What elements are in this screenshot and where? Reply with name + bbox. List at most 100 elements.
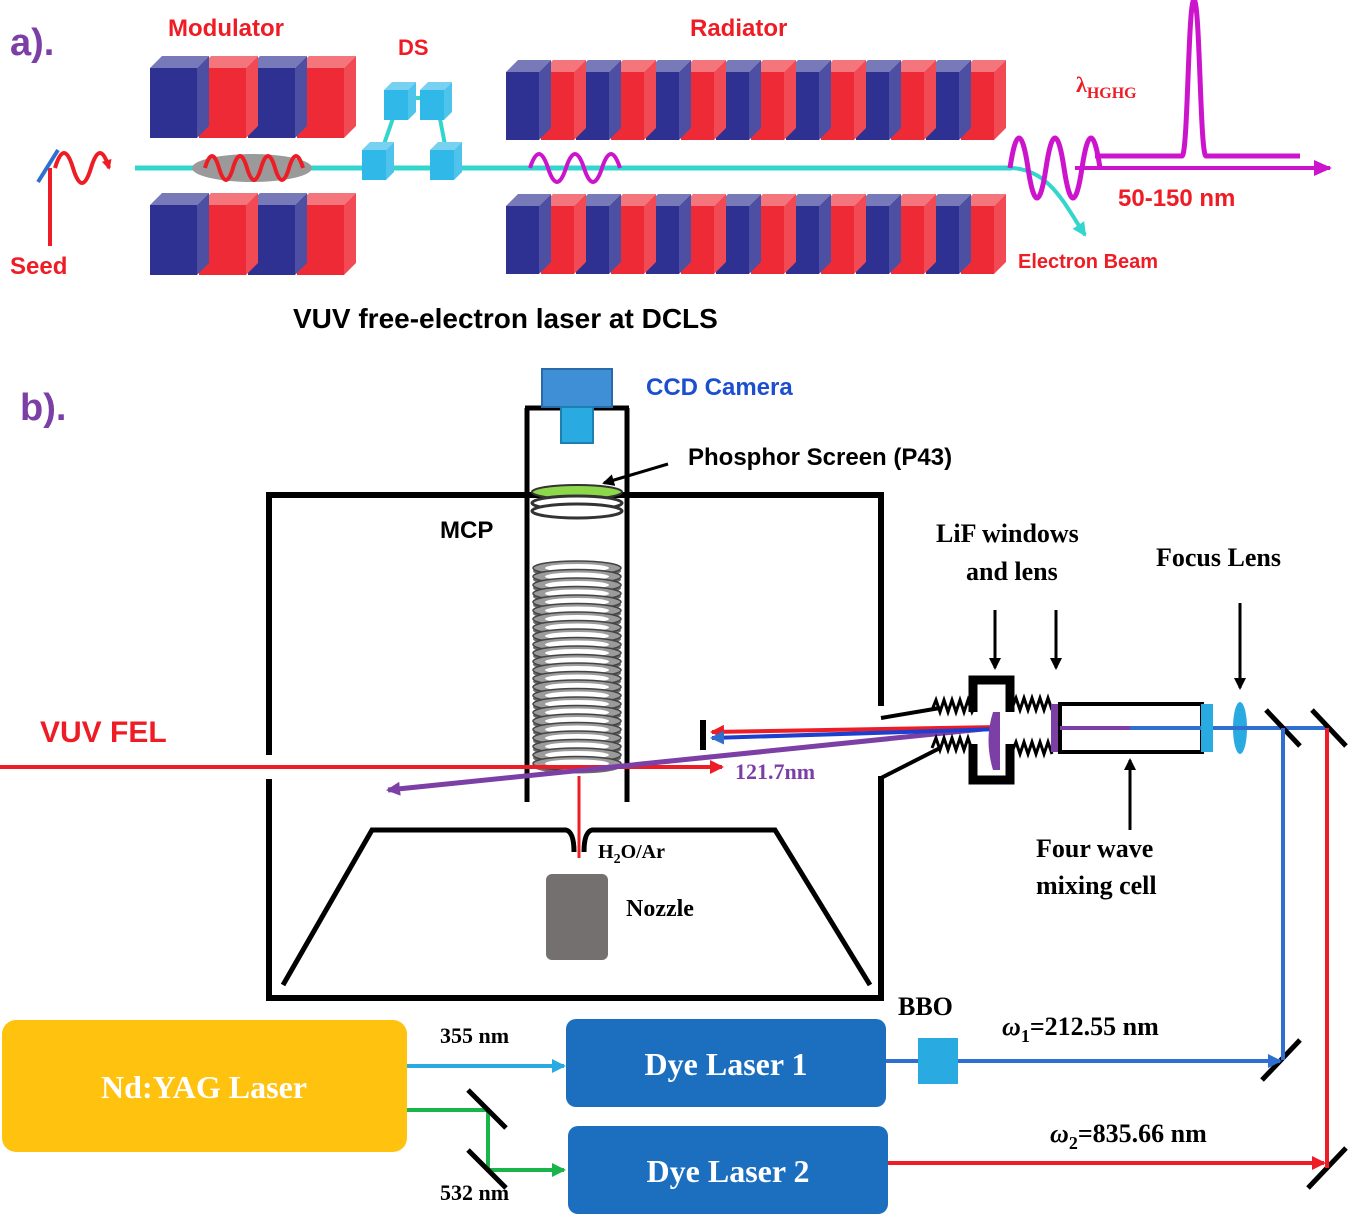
magnet-block [644,60,656,140]
magnet-block [150,68,197,138]
phosphor-label: Phosphor Screen (P43) [688,444,952,471]
magnet-block [786,60,831,72]
fwm-label-2: mixing cell [1036,871,1157,900]
magnet-block [576,60,621,72]
magnet-block [295,193,307,275]
output-wave [1007,135,1103,201]
radiator-label: Radiator [690,15,787,42]
lambda-hghg: λHGHG [1076,72,1137,102]
magnet-block [344,193,356,275]
magnet-block [751,60,796,72]
magnet-block [295,56,307,138]
magnet-block [150,56,209,68]
seed-wave [53,151,112,185]
magnet-block [574,194,586,274]
range-label: 50-150 nm [1118,185,1235,212]
magnet-block [924,60,936,140]
magnet-block [506,72,539,140]
magnet-block [199,193,258,205]
magnet-block [819,60,831,140]
dye-laser-2-label: Dye Laser 2 [647,1153,810,1189]
magnet-block [821,194,866,206]
magnet-block [541,194,586,206]
magnet-block [924,194,936,274]
seed-label: Seed [10,253,67,280]
bellows-left-top [930,695,976,717]
magnet-block [197,56,209,138]
magnet-block [197,193,209,275]
magnet-block [362,142,394,150]
magnet-block [150,205,197,275]
residual-blue-beam [710,727,1001,745]
lif-label-1: LiF windows [936,519,1079,548]
vuv-fel-label: VUV FEL [40,716,167,749]
panel-a-label: a). [10,22,54,64]
modulator-label: Modulator [168,15,284,42]
dispersive-section [362,82,462,180]
mirror-532-1 [466,1088,508,1130]
magnet-block [681,60,726,72]
magnet-block [716,60,761,72]
magnet-block [856,60,901,72]
magnet-block [199,56,258,68]
magnet-block [362,150,386,180]
magnet-block [714,194,726,274]
nozzle [546,874,608,960]
cell-entrance-window [1201,704,1213,752]
magnet-block [246,193,258,275]
lif-label-2: and lens [966,557,1058,586]
magnet-block [248,193,307,205]
magnet-block [786,194,831,206]
magnet-block [384,90,408,120]
bbo-crystal [918,1038,958,1084]
magnet-block [430,150,454,180]
magnet-block [384,82,416,90]
modulator-top-magnets [150,56,356,138]
dye-laser-2 [568,1126,888,1214]
lif-lens [988,712,1000,770]
magnet-block [150,193,209,205]
electron-beam-bend [1011,166,1087,237]
magnet-block [344,56,356,138]
magnet-block [961,194,1006,206]
magnet-block [749,194,761,274]
radiator-top-magnets [506,60,1006,140]
magnet-block [926,60,971,72]
wavelength-121-label: 121.7nm [735,759,815,784]
bbo-label: BBO [898,992,953,1021]
beam-532 [407,1108,566,1177]
magnet-block [646,60,691,72]
phosphor-pointer [602,462,669,486]
radiator-wave [528,152,622,184]
ccd-camera-label: CCD Camera [646,374,793,401]
magnet-block [784,60,796,140]
magnet-block [574,60,586,140]
sample-label: H2O/Ar [598,841,665,867]
magnet-block [609,60,621,140]
magnet-block [959,194,971,274]
nd-yag-label: Nd:YAG Laser [101,1069,307,1105]
magnet-block [926,194,971,206]
magnet-block [246,56,258,138]
magnet-block [856,194,901,206]
radiator-bottom-magnets [506,194,1006,274]
magnet-block [994,194,1006,274]
hghg-spectrum [1095,0,1300,159]
magnet-block [784,194,796,274]
magnet-block [679,60,691,140]
fwm-label-1: Four wave [1036,834,1153,863]
seed-mirror [36,148,60,184]
bellows-right-bot [1010,737,1054,759]
magnet-block [506,194,551,206]
magnet-block [506,206,539,274]
electron-beam-label: Electron Beam [1018,251,1158,273]
modulator-bottom-magnets [150,193,356,275]
label-355: 355 nm [440,1023,509,1048]
focus-lens-label: Focus Lens [1156,543,1281,572]
lif-housing-top [968,675,1015,712]
magnet-block [891,194,936,206]
magnet-block [961,60,1006,72]
magnet-block [609,194,621,274]
magnet-block [454,142,462,180]
